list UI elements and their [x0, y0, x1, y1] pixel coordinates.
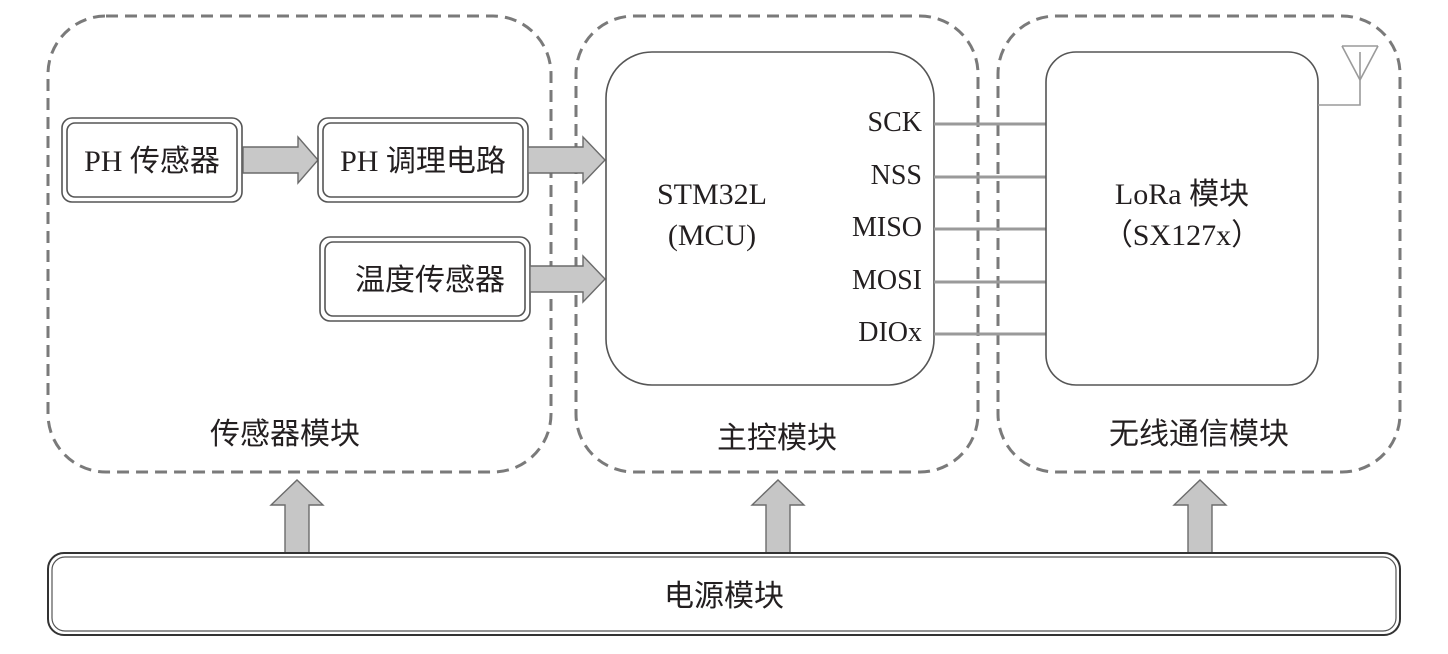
temperature-sensor-label: 温度传感器: [355, 264, 505, 297]
sensor-module-title: 传感器模块: [210, 418, 360, 451]
pin-label: MOSI: [852, 265, 922, 296]
ph-conditioning-box: PH 调理电路: [317, 117, 529, 203]
main-module-title: 主控模块: [717, 422, 837, 455]
antenna-icon: [1318, 45, 1379, 106]
arrow-ph-to-conditioning: [242, 135, 319, 185]
mcu-type: (MCU): [668, 219, 756, 252]
main-module-container: [574, 14, 980, 474]
wireless-module-container: [996, 14, 1402, 474]
power-module-label: 电源模块: [664, 580, 784, 613]
ph-conditioning-label: PH 调理电路: [340, 145, 506, 178]
temperature-sensor-box: 温度传感器: [319, 236, 531, 322]
ph-sensor-box: PH 传感器: [61, 117, 243, 203]
mcu-name: STM32L: [657, 178, 767, 211]
sensor-module-container: [46, 14, 553, 474]
power-arrow-to-wireless: [1172, 479, 1228, 554]
power-arrow-to-sensor: [269, 479, 325, 554]
pin-label: MISO: [852, 212, 922, 243]
pin-label: NSS: [871, 160, 922, 191]
wireless-module-title: 无线通信模块: [1109, 418, 1289, 451]
mcu-box: [605, 51, 935, 386]
pin-label: SCK: [868, 107, 922, 138]
power-arrow-to-main: [750, 479, 806, 554]
arrow-temperature-to-mcu: [529, 254, 606, 304]
lora-chip: （SX127x）: [1103, 219, 1261, 252]
ph-sensor-label: PH 传感器: [84, 145, 220, 178]
pin-label: DIOx: [858, 317, 922, 348]
power-module-box: 电源模块: [47, 552, 1401, 636]
arrow-conditioning-to-mcu: [527, 135, 606, 185]
lora-box: [1045, 51, 1319, 386]
lora-name: LoRa 模块: [1115, 178, 1249, 211]
